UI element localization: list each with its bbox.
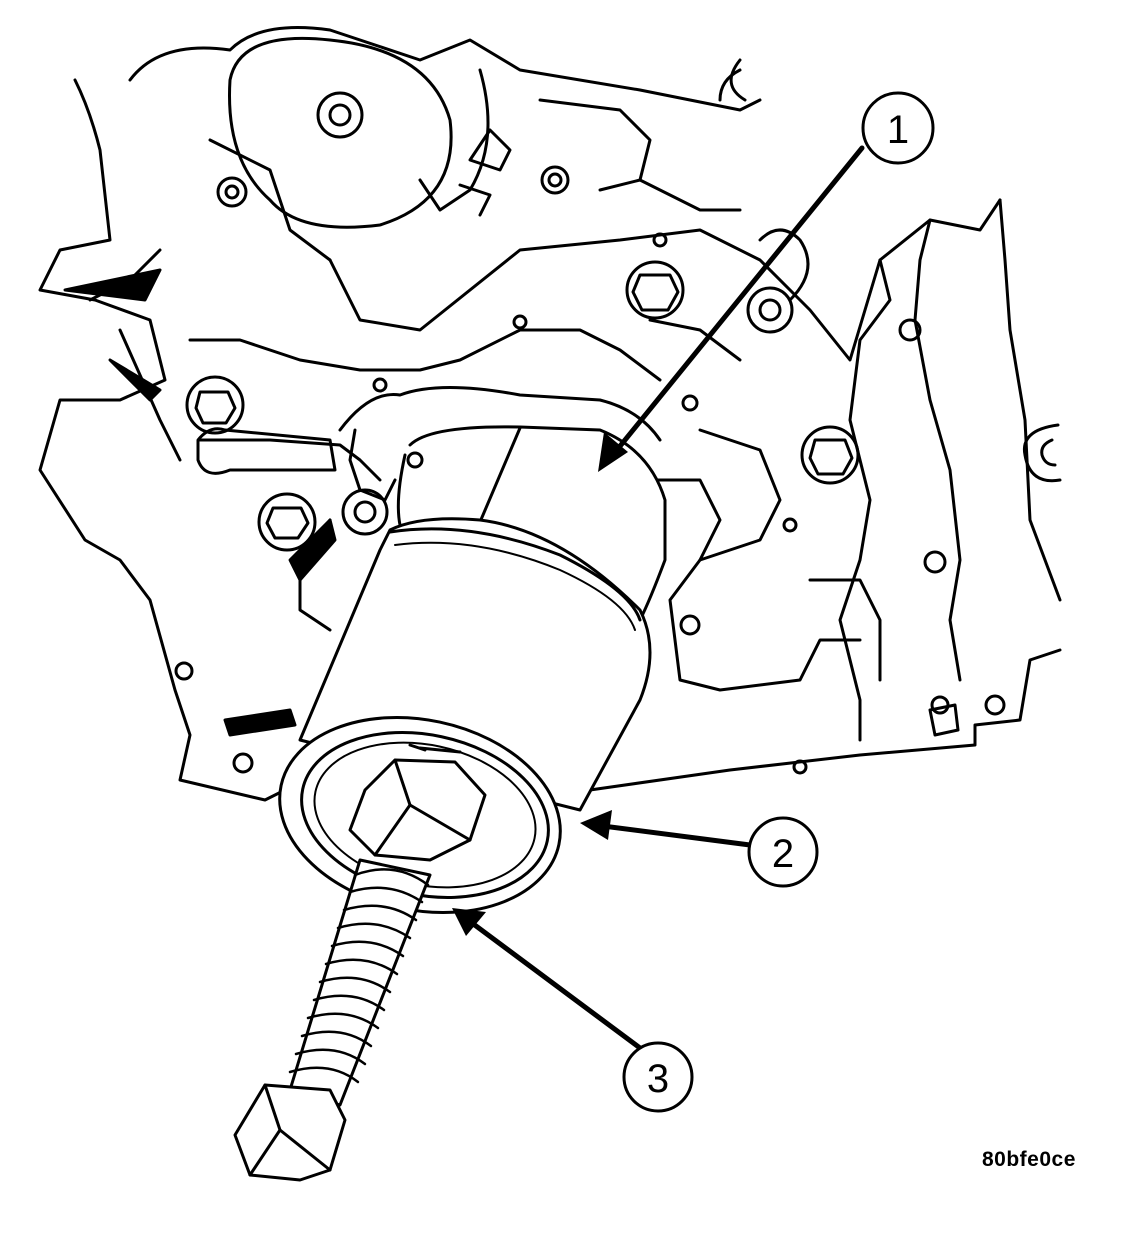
figure-code: 80bfe0ce	[982, 1148, 1076, 1171]
arrowhead-3	[452, 908, 486, 936]
callout-arrow-3	[465, 917, 643, 1051]
mounting-holes	[174, 58, 1062, 775]
callout-arrow-2	[592, 822, 753, 848]
callout-label-3: 3	[647, 1057, 669, 1101]
callout-circle-1	[861, 91, 935, 165]
callout-label-1: 1	[887, 108, 909, 152]
seal-remover-tool	[233, 425, 667, 1182]
callout-arrows	[465, 145, 865, 1051]
arrowheads	[452, 432, 628, 936]
callout-circles	[622, 91, 935, 1113]
seal-housing	[338, 386, 662, 502]
callout-circle-3	[622, 1041, 694, 1113]
callout-label-2: 2	[772, 832, 794, 876]
pulley	[228, 36, 453, 229]
callout-arrow-1	[609, 145, 865, 459]
arrowhead-2	[580, 810, 612, 840]
bolts	[185, 260, 960, 737]
callout-circle-2	[747, 816, 819, 888]
arrowhead-1	[598, 432, 628, 472]
